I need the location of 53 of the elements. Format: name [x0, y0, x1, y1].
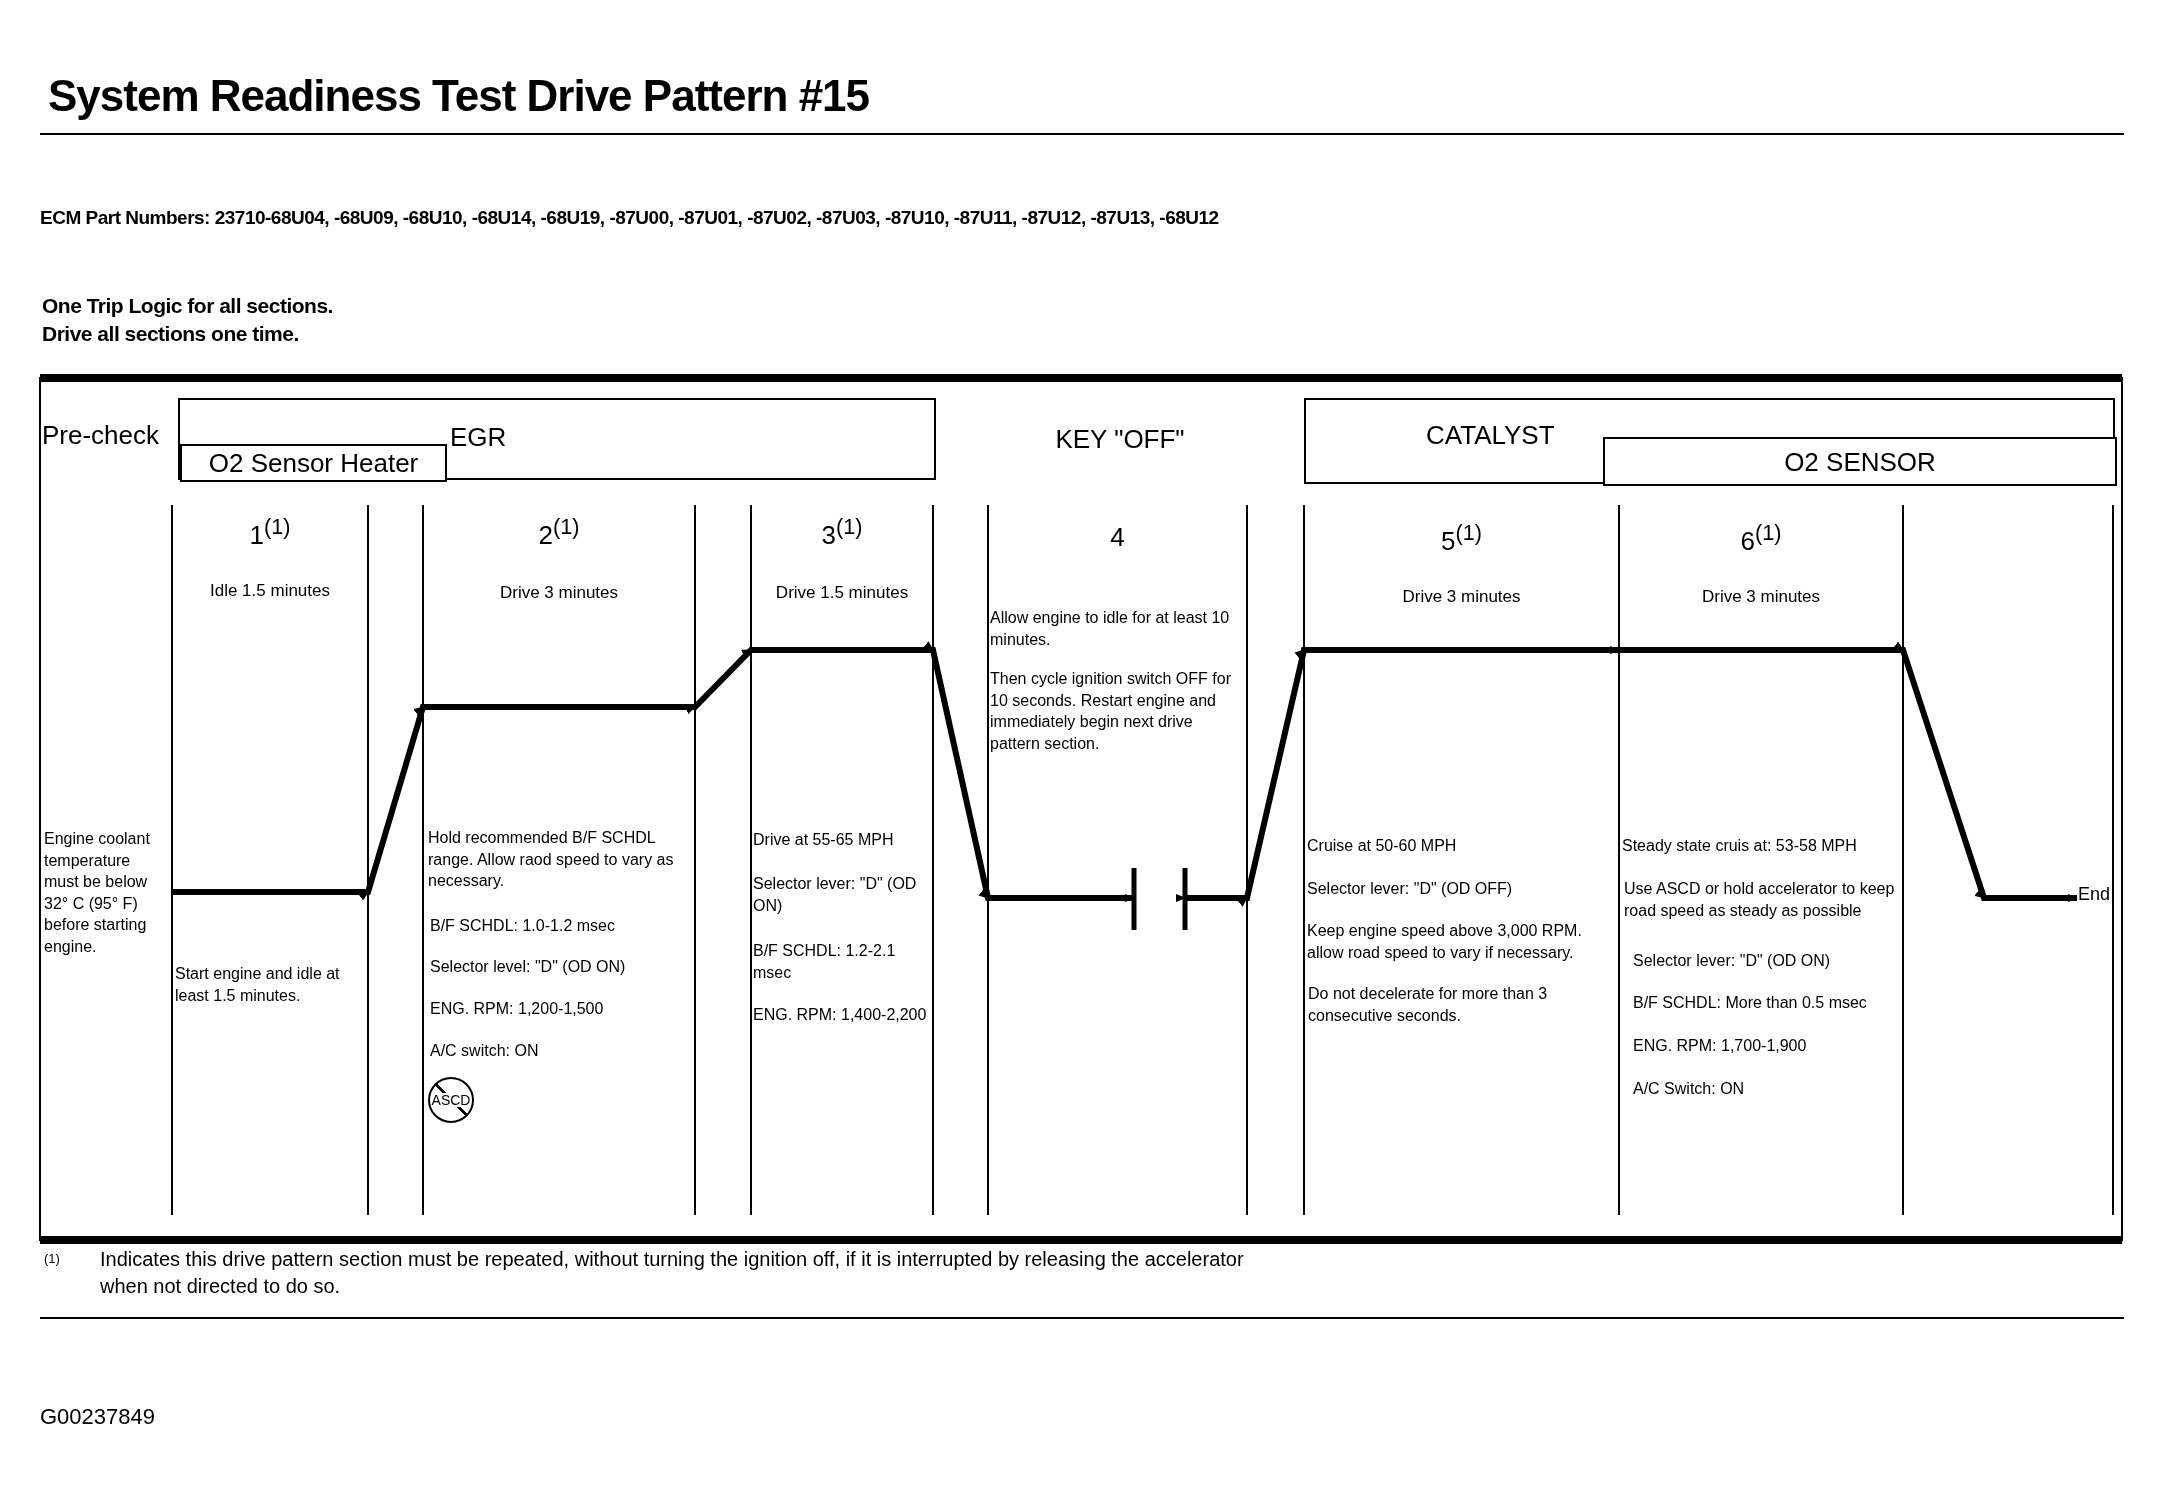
- step-text: Keep engine speed above 3,000 RPM. allow road speed to vary if necessary.: [1307, 921, 1583, 963]
- step-text: A/C switch: ON: [430, 1041, 540, 1061]
- section-label: Pre-check: [42, 420, 170, 451]
- step-text: Drive 3 minutes: [498, 582, 620, 604]
- step-text: Cruise at 50-60 MPH: [1307, 836, 1458, 856]
- step-text: Start engine and idle at least 1.5 minutes.: [175, 964, 341, 1006]
- step-text: Drive at 55-65 MPH: [753, 830, 895, 850]
- section-number: 2$^{(1)}$: [537, 513, 581, 552]
- step-text: Selector lever: "D" (OD ON): [1633, 951, 1832, 971]
- no-ascd-sign: ASCD: [428, 1077, 474, 1123]
- section-number: 5$^{(1)}$: [1440, 519, 1483, 558]
- figure-id: G00237849: [40, 1403, 156, 1431]
- step-text: Selector lever: "D" (OD ON): [753, 874, 918, 916]
- step-text: Selector level: "D" (OD ON): [430, 957, 627, 977]
- step-text: Drive 1.5 minutes: [774, 582, 910, 604]
- part-numbers-text: ECM Part Numbers: 23710-68U04, -68U09, -68U10, -68U14, -68U19, -87U00, -87U01, -87U02, -87U03, -87U10, -87U11, -87U12, -87U13, -68U12: [40, 206, 1220, 230]
- note-text: Drive all sections one time.: [42, 321, 300, 347]
- section-title: CATALYST: [1426, 419, 1555, 451]
- step-text: Allow engine to idle for at least 10 minutes.: [990, 608, 1231, 650]
- section-label: KEY "OFF": [1020, 424, 1220, 455]
- step-text: B/F SCHDL: More than 0.5 msec: [1633, 993, 1868, 1013]
- step-text: ENG. RPM: 1,200-1,500: [430, 999, 605, 1019]
- step-text: Drive 3 minutes: [1700, 586, 1822, 608]
- step-text: Idle 1.5 minutes: [209, 580, 331, 602]
- section-band: [178, 398, 936, 480]
- step-text: Do not decelerate for more than 3 consecutive seconds.: [1308, 984, 1549, 1026]
- step-text: A/C Switch: ON: [1633, 1079, 1746, 1099]
- note-text: One Trip Logic for all sections.: [42, 293, 334, 319]
- step-text: Then cycle ignition switch OFF for 10 seconds. Restart engine and immediately begin next drive pattern section.: [990, 669, 1232, 754]
- step-text: Use ASCD or hold accelerator to keep road speed as steady as possible: [1624, 879, 1896, 921]
- step-text: Hold recommended B/F SCHDL range. Allow raod speed to vary as necessary.: [428, 828, 675, 892]
- step-text: ENG. RPM: 1,700-1,900: [1633, 1036, 1808, 1056]
- section-title: O2 Sensor Heater: [207, 447, 420, 479]
- precheck-text: Engine coolant temperature must be below 32° C (95° F) before starting engine.: [44, 829, 151, 957]
- section-number: 6$^{(1)}$: [1739, 519, 1783, 558]
- step-text: B/F SCHDL: 1.0-1.2 msec: [430, 916, 616, 936]
- step-text: Selector lever: "D" (OD OFF): [1307, 879, 1514, 899]
- section-number: 3$^{(1)}$: [820, 513, 864, 552]
- step-text: B/F SCHDL: 1.2-2.1 msec: [753, 941, 897, 983]
- section-band: [1304, 398, 2115, 484]
- step-text: Drive 3 minutes: [1401, 586, 1522, 608]
- footnote-text: Indicates this drive pattern section must be repeated, without turning the ignition off, if it is interrupted by releasing the accelerator when not directed to do so.: [100, 1247, 1245, 1299]
- section-band: [180, 444, 447, 482]
- step-text: Steady state cruis at: 53-58 MPH: [1622, 836, 1858, 856]
- end-label: End: [2078, 884, 2118, 905]
- footnote-mark: (1): [44, 1250, 61, 1268]
- step-text: ENG. RPM: 1,400-2,200: [753, 1005, 928, 1025]
- title: System Readiness Test Drive Pattern #15: [48, 70, 870, 122]
- section-title: EGR: [450, 421, 507, 453]
- section-title: O2 SENSOR: [1783, 446, 1937, 477]
- section-number: 4: [1109, 521, 1126, 554]
- section-band: [1603, 437, 2117, 486]
- section-number: 1$^{(1)}$: [248, 513, 292, 552]
